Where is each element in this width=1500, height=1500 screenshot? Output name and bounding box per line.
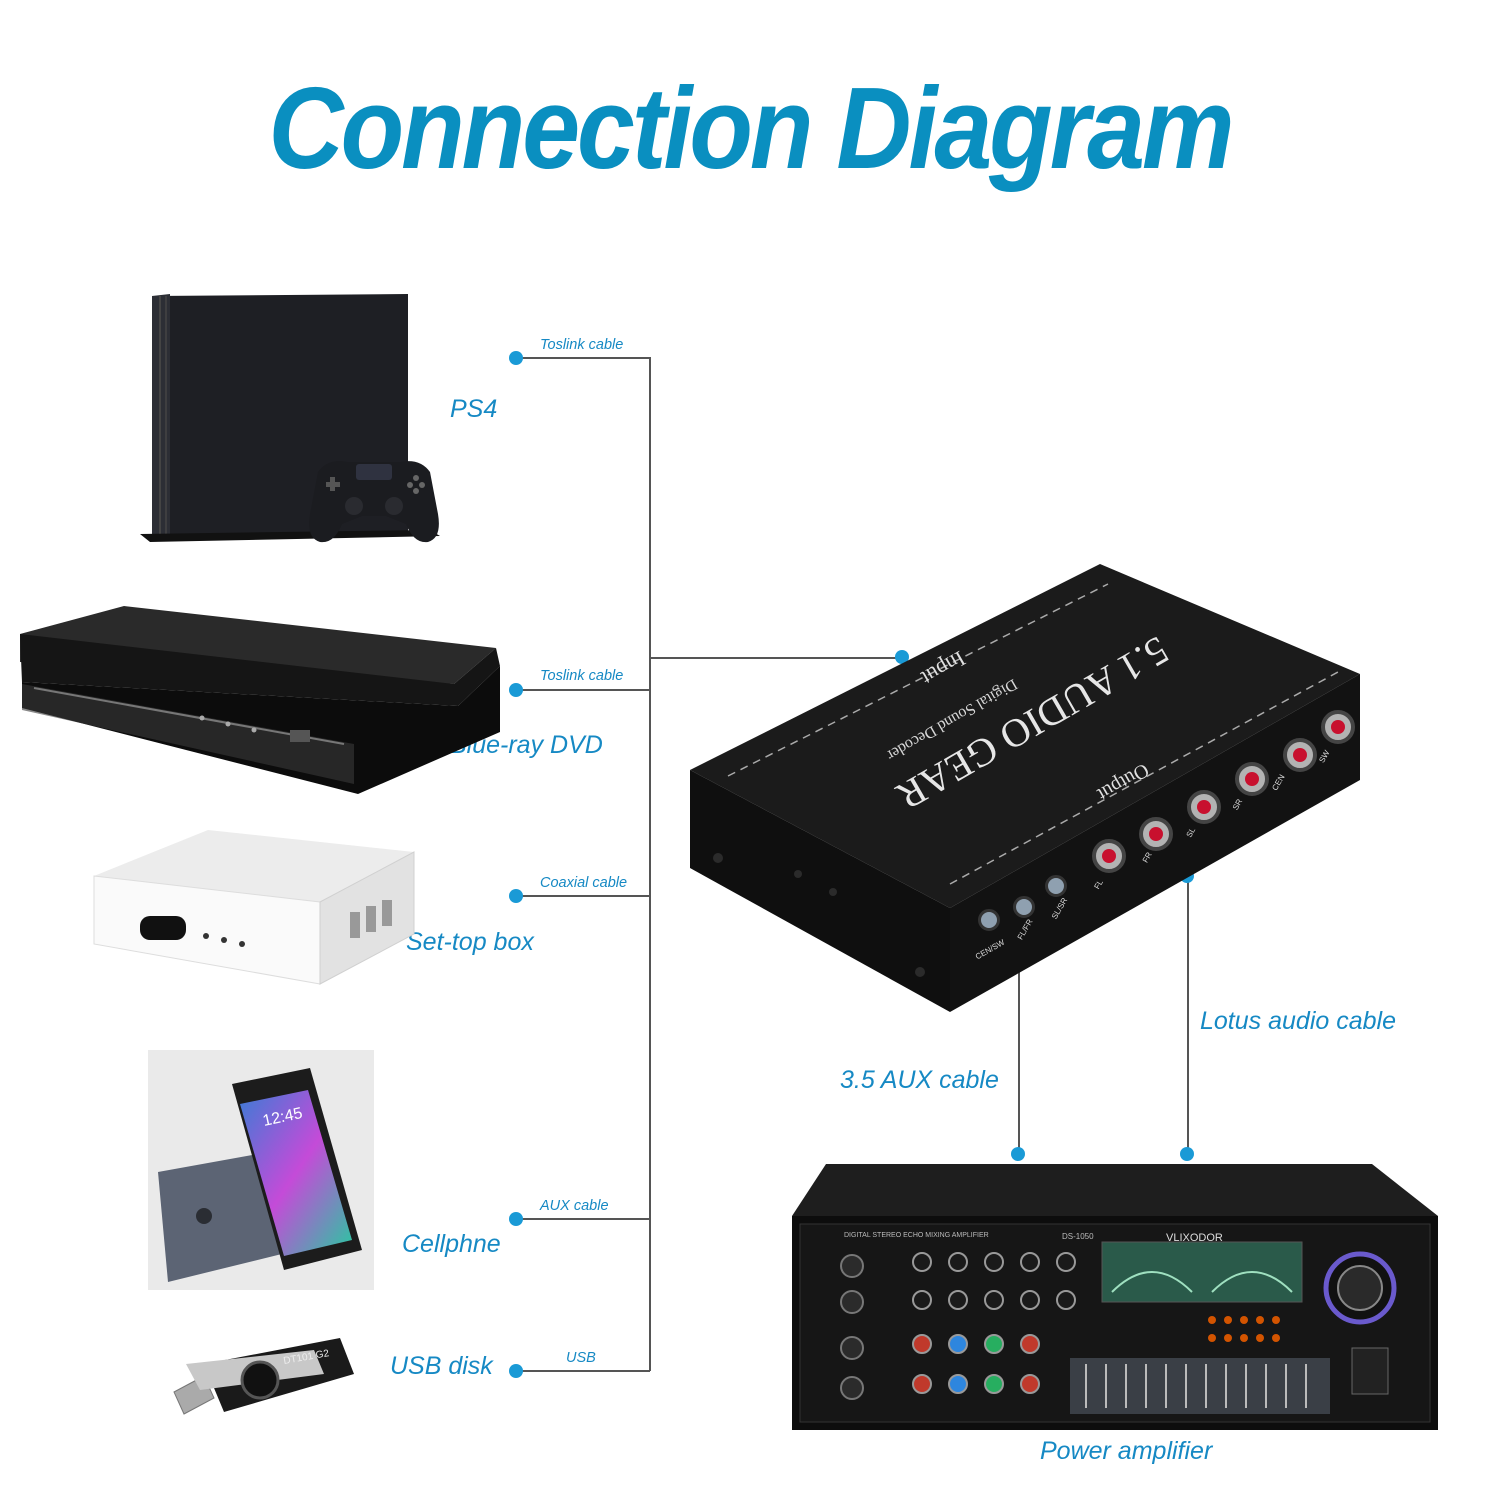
cable-label-dvd: Toslink cable: [540, 668, 624, 684]
cable-label-settop: Coaxial cable: [540, 875, 628, 891]
connector-dot-ps4: [509, 351, 523, 365]
connector-line-ps4: [515, 357, 650, 359]
connector-dot-amp-rca: [1180, 1147, 1194, 1161]
device-label-settop: Set-top box: [406, 928, 534, 956]
cellphone-icon: 12:45: [148, 1050, 374, 1290]
cable-label-phone: AUX cable: [540, 1198, 609, 1214]
connector-dot-decoder-input: [895, 650, 909, 664]
aux-jack-sl-sr: [1045, 875, 1067, 897]
rca-jack-fr: [1139, 817, 1173, 851]
cable-label-aux-out: 3.5 AUX cable: [840, 1066, 999, 1094]
ps4-console-icon: [140, 294, 440, 543]
amplifier-model: DS-1050: [1062, 1232, 1094, 1241]
connector-dot-dvd: [509, 683, 523, 697]
rca-jack-sl: [1187, 790, 1221, 824]
device-label-ps4: PS4: [450, 395, 498, 423]
connector-line-settop: [515, 895, 650, 897]
connector-trunk: [649, 357, 651, 1371]
rca-jack-fl: [1092, 839, 1126, 873]
page-title: Connection Diagram: [268, 63, 1235, 194]
power-amplifier: [792, 1164, 1438, 1430]
connector-line-usb: [515, 1370, 650, 1372]
connector-line-lotus-out: [1187, 876, 1189, 1154]
usb-disk-icon: DT101 G2: [173, 1338, 354, 1415]
connector-dot-phone: [509, 1212, 523, 1226]
connector-dot-settop: [509, 889, 523, 903]
connector-dot-usb: [509, 1364, 523, 1378]
rca-jack-sr: [1235, 762, 1269, 796]
rca-jack-cen: [1283, 738, 1317, 772]
connector-line-aux-out: [1018, 947, 1020, 1154]
set-top-box-icon: [93, 830, 415, 985]
cable-label-usb: USB: [566, 1350, 596, 1366]
device-label-usb: USB disk: [390, 1352, 493, 1380]
connector-line-phone: [515, 1218, 650, 1220]
rca-jack-sw: [1321, 710, 1355, 744]
device-label-phone: Cellphne: [402, 1230, 501, 1258]
device-label-amplifier: Power amplifier: [1040, 1437, 1213, 1465]
cable-label-lotus-out: Lotus audio cable: [1200, 1007, 1396, 1035]
connector-line-dvd: [515, 689, 650, 691]
amplifier-header-text: DIGITAL STEREO ECHO MIXING AMPLIFIER: [844, 1232, 989, 1239]
connector-dot-amp-aux: [1011, 1147, 1025, 1161]
connector-line-decoder-input: [649, 657, 902, 659]
bluray-player-icon: [20, 606, 500, 794]
aux-jack-fl-fr: [1013, 896, 1035, 918]
aux-jack-cen-sw: [978, 909, 1000, 931]
cable-label-ps4: Toslink cable: [540, 337, 624, 353]
amplifier-brand: VLIXODOR: [1166, 1232, 1223, 1244]
